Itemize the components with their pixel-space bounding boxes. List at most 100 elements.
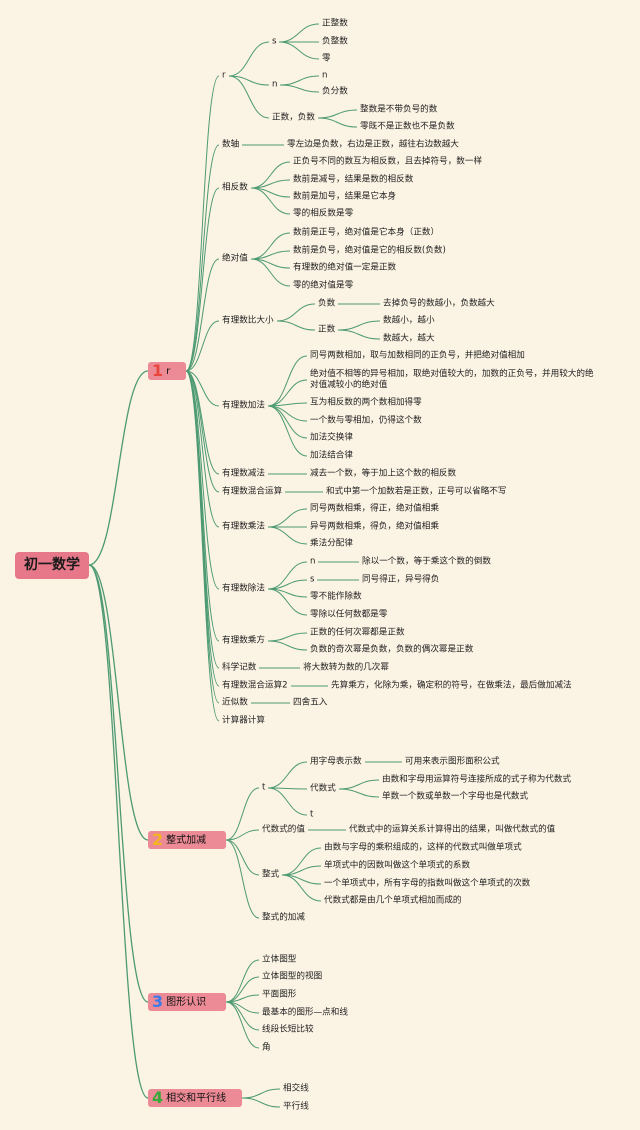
topic-chu1[interactable]: 除以一个数，等于乘这个数的倒数 (362, 556, 491, 567)
topic-zimu1[interactable]: 可用来表示图形面积公式 (405, 756, 500, 767)
topic-cf1[interactable]: 同号两数相乘，得正，绝对值相乘 (310, 503, 439, 514)
topic-tx2[interactable]: 立体图型的视图 (262, 971, 323, 982)
topic-jinsi[interactable]: 近似数 (222, 697, 248, 708)
topic-n2[interactable]: n (322, 70, 328, 81)
topic-t2[interactable]: t (310, 809, 314, 820)
topic-jinsi1[interactable]: 四舍五入 (293, 697, 328, 708)
topic-hunhe[interactable]: 有理数混合运算 (222, 486, 283, 497)
topic-zsh1[interactable]: 由数与字母的乘积组成的，这样的代数式叫做单项式 (324, 842, 522, 853)
topic-kexue[interactable]: 科学记数 (222, 662, 257, 673)
topic-cf2[interactable]: 异号两数相乘，得负，绝对值相乘 (310, 521, 439, 532)
topic-chengfang[interactable]: 有理数乘方 (222, 635, 265, 646)
topic-jd3[interactable]: 有理数的绝对值一定是正数 (293, 262, 397, 273)
topic-zhi[interactable]: 代数式的值 (262, 824, 305, 835)
topic-hunhe1[interactable]: 和式中第一个加数若是正数，正号可以省略不写 (326, 486, 507, 497)
connector (281, 874, 322, 902)
connector (267, 405, 308, 439)
topic-chufa[interactable]: 有理数除法 (222, 583, 265, 594)
category-number: 2 (152, 830, 164, 849)
topic-zhi1[interactable]: 代数式中的运算关系计算得出的结果，叫做代数式的值 (349, 824, 556, 835)
root-topic[interactable]: 初一数学 (15, 552, 89, 579)
connector (88, 564, 149, 841)
topic-chu3[interactable]: 零不能作除数 (310, 591, 362, 602)
topic-jf5[interactable]: 加法交换律 (310, 432, 353, 443)
topic-zf2[interactable]: 零既不是正数也不是负数 (360, 121, 455, 132)
topic-jiajian[interactable]: 整式的加减 (262, 912, 305, 923)
topic-shuzhou[interactable]: 数轴 (222, 139, 240, 150)
topic-xf2[interactable]: 数前是减号，结果是数的相反数 (293, 174, 414, 185)
topic-jf4[interactable]: 一个数与零相加，仍得这个数 (310, 415, 422, 426)
topic-s2[interactable]: s (310, 574, 315, 585)
topic-jd1[interactable]: 数前是正号，绝对值是它本身（正数） (293, 227, 440, 238)
topic-jf2[interactable]: 绝对值不相等的异号相加，取绝对值较大的，加数的正负号，并用较大的绝对值减较小的绝… (310, 369, 594, 390)
topic-bidaxiao[interactable]: 有理数比大小 (222, 315, 274, 326)
topic-zf1[interactable]: 整数是不带负号的数 (360, 104, 438, 115)
topic-tx4[interactable]: 最基本的图形—点和线 (262, 1007, 348, 1018)
topic-n1[interactable]: n (272, 79, 278, 90)
topic-px[interactable]: 平行线 (283, 1101, 309, 1112)
connector (185, 370, 220, 528)
topic-xj[interactable]: 相交线 (283, 1083, 309, 1094)
topic-n3[interactable]: n (310, 556, 316, 567)
topic-chu2[interactable]: 同号得正，异号得负 (362, 574, 440, 585)
topic-s[interactable]: s (272, 36, 277, 47)
topic-cfang1[interactable]: 正数的任何次幂都是正数 (310, 627, 405, 638)
topic-xiangfanshu[interactable]: 相反数 (222, 182, 248, 193)
topic-jianfa1[interactable]: 减去一个数，等于加上这个数的相反数 (310, 468, 457, 479)
topic-hunhe2a[interactable]: 先算乘方，化除为乘，确定积的符号，在做乘法，最后做加减法 (331, 680, 572, 691)
topic-zs2[interactable]: 数越大，越大 (383, 333, 435, 344)
topic-jf6[interactable]: 加法结合律 (310, 450, 353, 461)
topic-tx3[interactable]: 平面图形 (262, 989, 297, 1000)
topic-jiafa[interactable]: 有理数加法 (222, 400, 265, 411)
topic-t1[interactable]: t (262, 782, 266, 793)
connector (267, 787, 308, 816)
topic-tx6[interactable]: 角 (262, 1042, 271, 1053)
topic-daishushi[interactable]: 代数式 (310, 783, 336, 794)
connector (250, 258, 291, 287)
topic-fushu[interactable]: 负数 (318, 298, 336, 309)
topic-zhengshi[interactable]: 整式 (262, 869, 280, 880)
topic-zsh3[interactable]: 一个单项式中，所有字母的指数叫做这个单项式的次数 (324, 878, 531, 889)
topic-zsh2[interactable]: 单项式中的因数叫做这个单项式的系数 (324, 860, 471, 871)
topic-jisuanqi[interactable]: 计算器计算 (222, 715, 265, 726)
topic-xf3[interactable]: 数前是加号，结果是它本身 (293, 191, 397, 202)
topic-chu4[interactable]: 零除以任何数都是零 (310, 609, 388, 620)
topic-zsh4[interactable]: 代数式都是由几个单项式相加而成的 (324, 895, 462, 906)
topic-cfang2[interactable]: 负数的奇次幂是负数，负数的偶次幂是正数 (310, 644, 474, 655)
topic-jianfa[interactable]: 有理数减法 (222, 468, 265, 479)
topic-xf4[interactable]: 零的相反数是零 (293, 208, 354, 219)
topic-ling[interactable]: 零 (322, 53, 331, 64)
topic-zhengshufushu[interactable]: 正数，负数 (272, 112, 315, 123)
connector (225, 839, 260, 919)
topic-zhengzhengshu[interactable]: 正整数 (322, 18, 348, 29)
connector (185, 187, 220, 372)
topic-cf3[interactable]: 乘法分配律 (310, 538, 353, 549)
topic-kexue1[interactable]: 将大数转为数的几次幂 (303, 662, 389, 673)
topic-fufenshu[interactable]: 负分数 (322, 86, 348, 97)
connector (225, 829, 260, 841)
topic-zhengshu[interactable]: 正数 (318, 324, 336, 335)
topic-hunhe2[interactable]: 有理数混合运算2 (222, 680, 288, 691)
topic-xf1[interactable]: 正负号不同的数互为相反数，且去掉符号，数一样 (293, 156, 483, 167)
topic-fushu1[interactable]: 去掉负号的数越小，负数越大 (383, 298, 495, 309)
topic-zimu[interactable]: 用字母表示数 (310, 756, 362, 767)
topic-tx1[interactable]: 立体图型 (262, 954, 297, 965)
topic-dss1[interactable]: 由数和字母用运算符号连接所成的式子称为代数式 (382, 774, 572, 785)
topic-fuzhengshu[interactable]: 负整数 (322, 36, 348, 47)
topic-jd2[interactable]: 数前是负号，绝对值是它的相反数(负数) (293, 245, 446, 256)
topic-tx5[interactable]: 线段长短比较 (262, 1024, 314, 1035)
topic-shuzhou1[interactable]: 零左边是负数，右边是正数，越往右边数越大 (287, 139, 459, 150)
topic-zs1[interactable]: 数越小，越小 (383, 315, 435, 326)
topic-jueduizhi[interactable]: 绝对值 (222, 253, 248, 264)
topic-chengfa[interactable]: 有理数乘法 (222, 521, 265, 532)
topic-dss2[interactable]: 单数一个数或单数一个字母也是代数式 (382, 791, 529, 802)
category-number: 1 (152, 361, 164, 380)
topic-jf3[interactable]: 互为相反数的两个数相加得零 (310, 397, 422, 408)
topic-jd4[interactable]: 零的绝对值是零 (293, 280, 354, 291)
topic-jf1[interactable]: 同号两数相加，取与加数相同的正负号，并把绝对值相加 (310, 350, 525, 361)
topic-r[interactable]: r (222, 70, 226, 81)
